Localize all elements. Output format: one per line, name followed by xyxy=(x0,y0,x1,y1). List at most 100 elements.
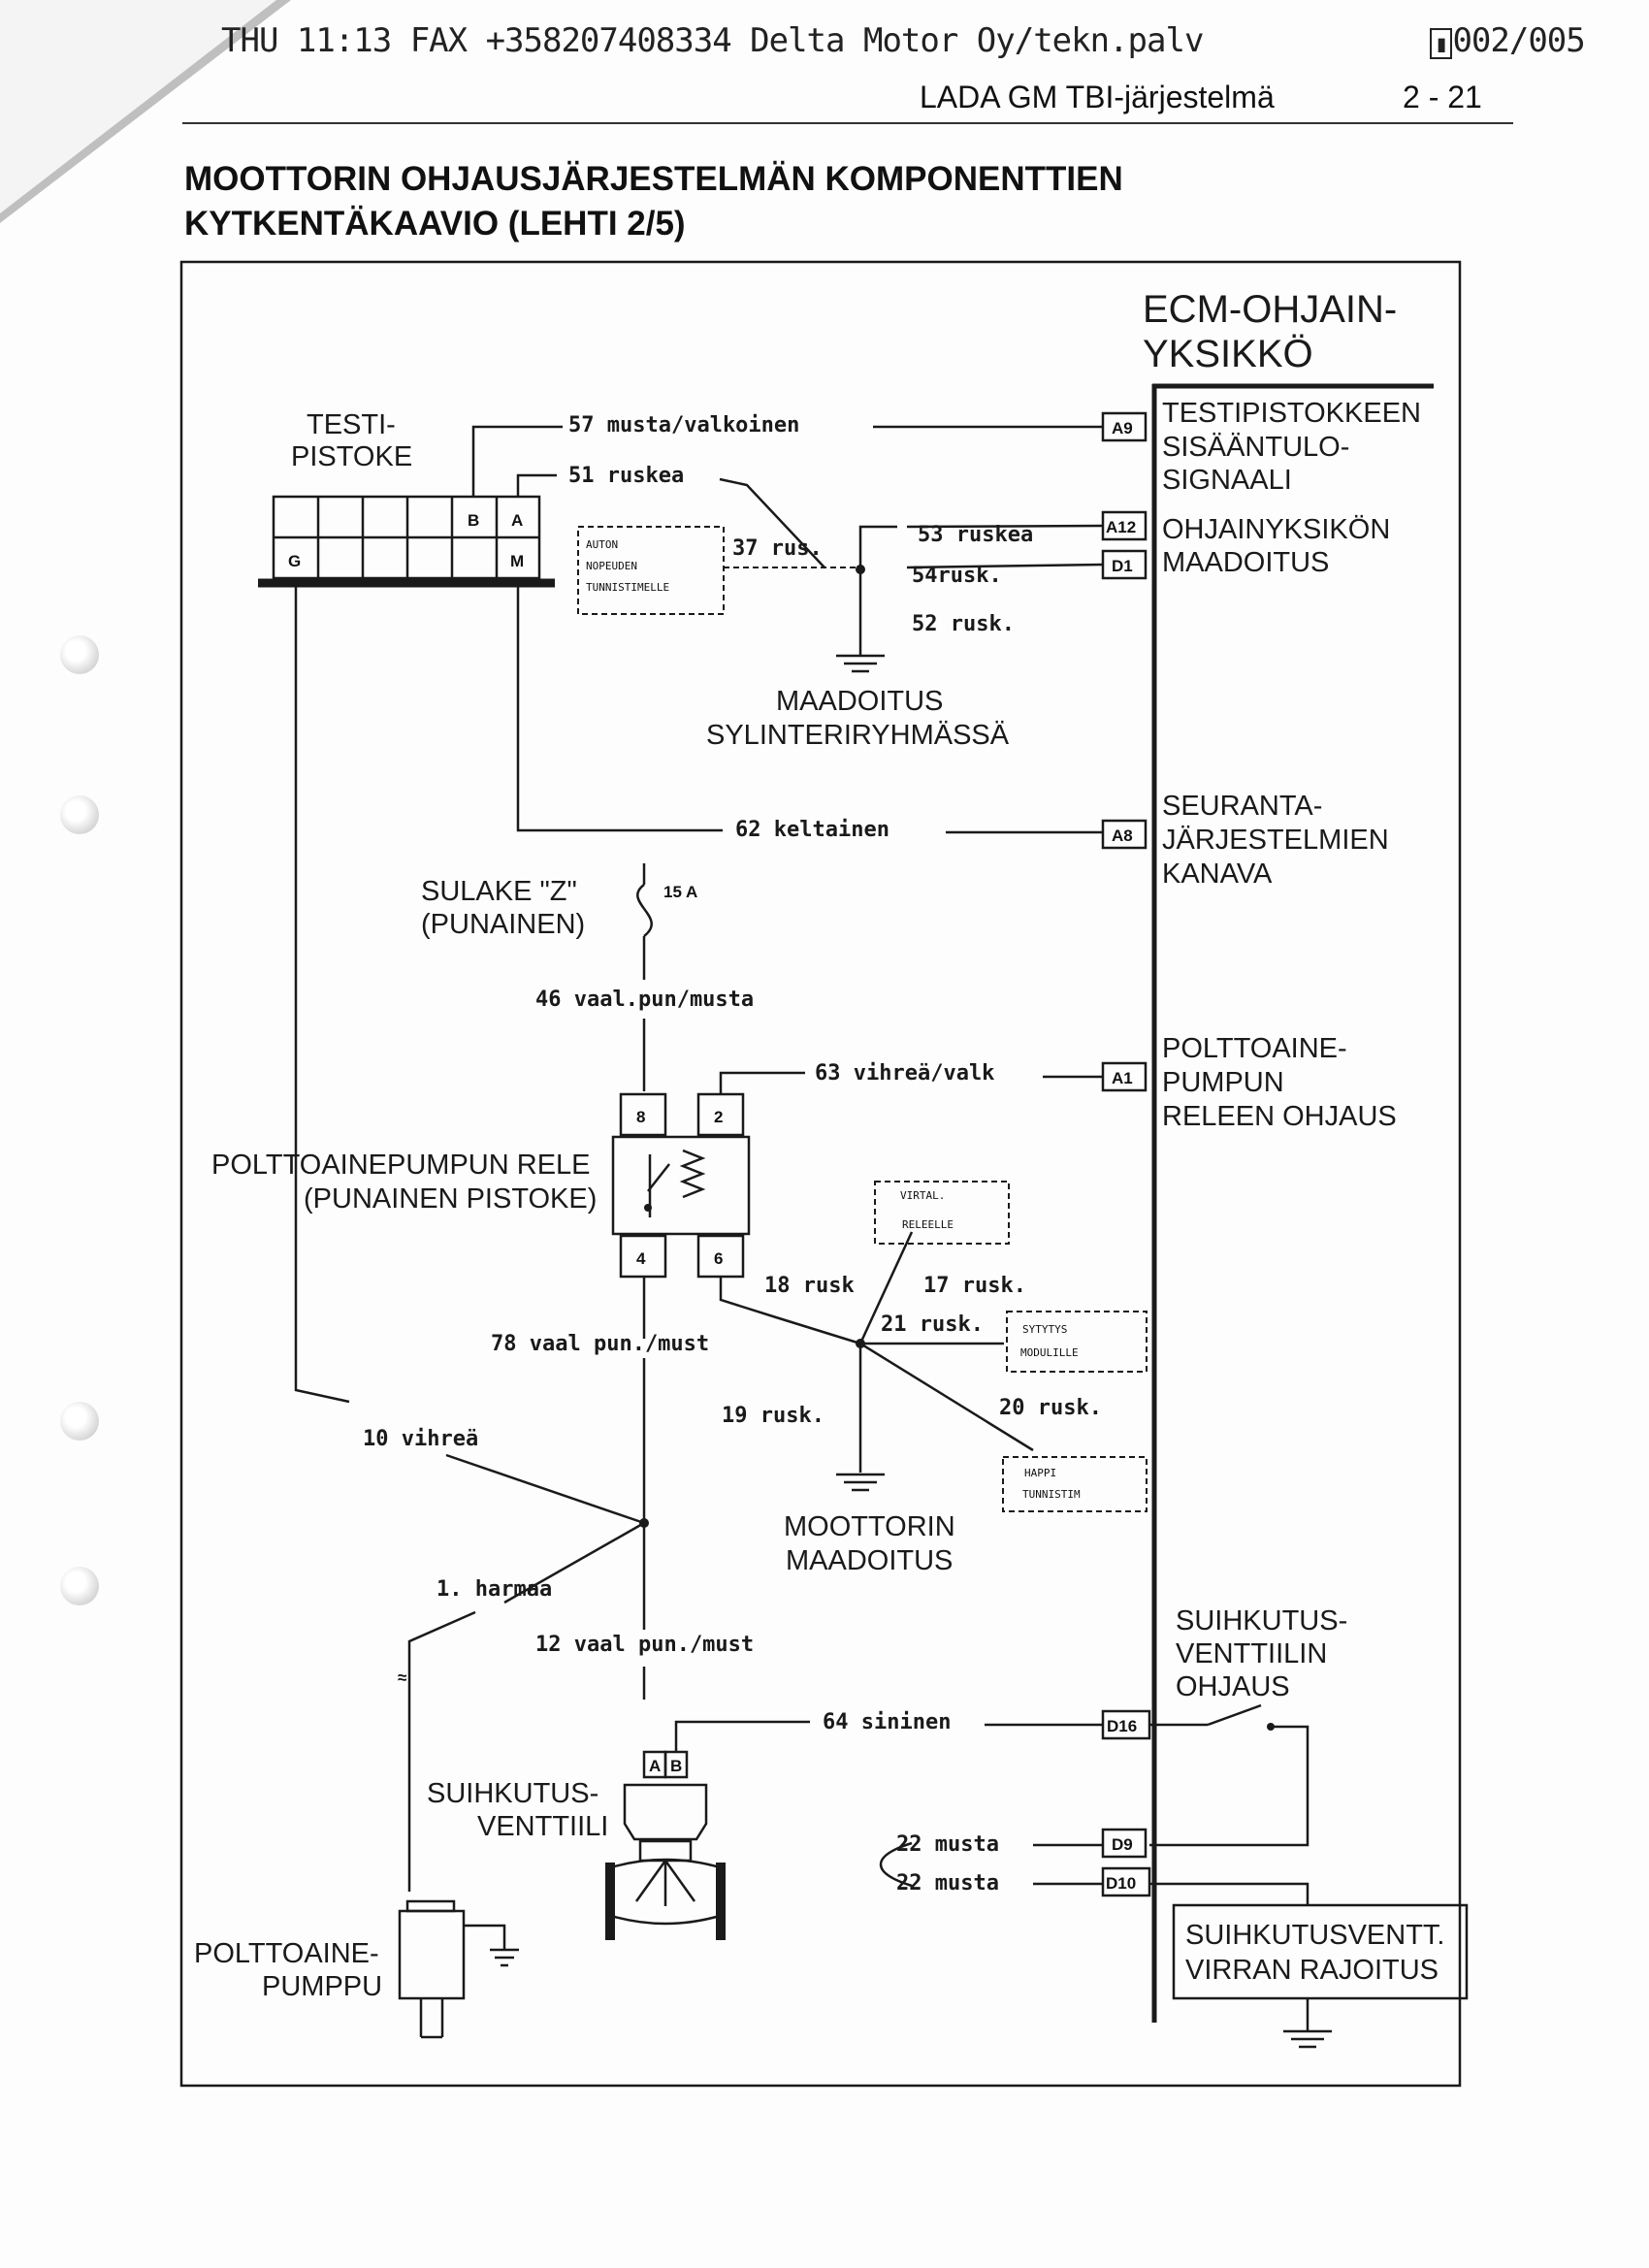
ecm-pin-label: D1 xyxy=(1112,557,1133,575)
folded-corner-face xyxy=(0,0,276,213)
wire-62-label: 62 keltainen xyxy=(735,818,889,842)
wire-18-label: 18 rusk xyxy=(764,1274,855,1298)
ecm-pin-box xyxy=(1101,819,1148,850)
test-plug-pin: A xyxy=(511,511,523,530)
ecm-pump-relay-3: RELEEN OHJAUS xyxy=(1162,1101,1397,1132)
ecm-test-input-3: SIGNAALI xyxy=(1162,465,1292,496)
binder-hole xyxy=(60,795,99,834)
title-line-2: KYTKENTÄKAAVIO (LEHTI 2/5) xyxy=(184,205,686,243)
ecm-pin-label: A1 xyxy=(1112,1069,1133,1087)
wire-57-label: 57 musta/valkoinen xyxy=(568,413,799,437)
ignition-module-label-2: MODULILLE xyxy=(1020,1346,1079,1359)
wire-57 xyxy=(471,425,1103,497)
power-relay-box xyxy=(874,1181,1010,1245)
fax-header-line: THU 11:13 FAX +358207408334 Delta Motor … xyxy=(221,21,1204,60)
header-rule xyxy=(182,122,1513,124)
ignition-module-label-1: SYTYTYS xyxy=(1022,1323,1067,1336)
wire-21-label: 21 rusk. xyxy=(881,1312,984,1337)
wire-10-lead xyxy=(294,585,350,1404)
ecm-title-1: ECM-OHJAIN- xyxy=(1143,288,1397,331)
wire-10 xyxy=(445,1453,645,1525)
current-limit-lead xyxy=(1149,1882,1310,1905)
speed-sensor-label-2: NOPEUDEN xyxy=(586,560,637,572)
wire-52-label: 52 rusk. xyxy=(912,612,1015,636)
ecm-pin-label: D9 xyxy=(1112,1835,1133,1854)
relay-pin: 2 xyxy=(714,1108,723,1126)
wire-20-label: 20 rusk. xyxy=(999,1396,1102,1420)
wire-1 xyxy=(503,1521,645,1604)
wire-63-label: 63 vihreä/valk xyxy=(815,1061,994,1085)
test-plug-connector xyxy=(258,495,555,588)
wire-64-lead xyxy=(674,1720,810,1752)
injector-pin: A xyxy=(649,1757,661,1775)
fuse-label-1: SULAKE "Z" xyxy=(421,876,577,907)
manual-title: LADA GM TBI-järjestelmä xyxy=(920,80,1275,114)
ecm-monitor-3: KANAVA xyxy=(1162,859,1273,890)
wire-64-label: 64 sininen xyxy=(823,1710,951,1734)
test-plug-pin: M xyxy=(510,552,524,570)
fuel-pump-relay xyxy=(611,1092,751,1279)
diagram-frame xyxy=(179,260,1462,2088)
wire-17 xyxy=(858,1231,914,1345)
wire-51-lead xyxy=(516,473,557,497)
wire-51-label: 51 ruskea xyxy=(568,464,684,488)
wire-22a-label: 22 musta xyxy=(896,1832,999,1857)
relay-label-1: POLTTOAINEPUMPUN RELE xyxy=(211,1150,591,1181)
speed-sensor-label-3: TUNNISTIMELLE xyxy=(586,581,669,594)
wire-22b-label: 22 musta xyxy=(896,1871,999,1895)
test-plug-pin: B xyxy=(468,511,479,530)
wire-break-mark: ≈ xyxy=(398,1669,406,1687)
ecm-ground-2: MAADOITUS xyxy=(1162,547,1329,578)
wire-17-label: 17 rusk. xyxy=(923,1274,1026,1298)
ecm-monitor-2: JÄRJESTELMIEN xyxy=(1162,825,1389,856)
wire-53-lead xyxy=(858,525,897,569)
test-plug-label-1: TESTI- xyxy=(307,409,396,440)
relay-pin: 8 xyxy=(636,1108,645,1126)
wire-1-lead xyxy=(407,1610,476,1892)
ecm-pin-box xyxy=(1101,1866,1151,1897)
oxygen-sensor-box xyxy=(1002,1456,1148,1512)
wire-1-label: 1. harmaa xyxy=(436,1577,552,1602)
title-line-1: MOOTTORIN OHJAUSJÄRJESTELMÄN KOMPONENTTI… xyxy=(184,160,1123,198)
wire-51 xyxy=(719,477,825,568)
wire-12-label: 12 vaal pun./must xyxy=(535,1633,754,1657)
injector-switch-return xyxy=(1149,1725,1310,1847)
binder-hole xyxy=(60,1402,99,1441)
wire-63-lead xyxy=(719,1071,805,1094)
wire-37-label: 37 rus. xyxy=(732,536,823,561)
fuel-pump-label-2: PUMPPU xyxy=(262,1971,382,2002)
ecm-injector-ctrl-3: OHJAUS xyxy=(1176,1671,1290,1702)
test-plug-label-2: PISTOKE xyxy=(291,441,412,472)
wire-78-label: 78 vaal pun./must xyxy=(491,1332,709,1356)
fuse-symbol xyxy=(636,884,653,937)
power-relay-label-1: VIRTAL. xyxy=(900,1189,945,1202)
injector-label-2: VENTTIILI xyxy=(477,1811,608,1842)
ecm-pin-box xyxy=(1101,1828,1148,1859)
current-limit-label-2: VIRRAN RAJOITUS xyxy=(1185,1955,1439,1986)
fax-page-counter-text: 002/005 xyxy=(1452,21,1585,60)
engine-ground-label-1: MOOTTORIN xyxy=(784,1511,955,1542)
fuse-label-2: (PUNAINEN) xyxy=(421,909,585,940)
ecm-test-input-2: SISÄÄNTULO- xyxy=(1162,432,1349,463)
current-limit-box xyxy=(1172,1903,1469,2000)
wire-22-bracket xyxy=(879,1841,913,1888)
relay-pin: 6 xyxy=(714,1249,723,1268)
ignition-module-box xyxy=(1006,1311,1148,1373)
wire-10-label: 10 vihreä xyxy=(363,1427,478,1451)
binder-hole xyxy=(60,635,99,674)
speed-sensor-box xyxy=(577,526,725,615)
ecm-pin-label: D16 xyxy=(1107,1717,1137,1735)
block-ground-label-2: SYLINTERIRYHMÄSSÄ xyxy=(706,720,1010,751)
ground-symbol xyxy=(836,1473,885,1492)
injector-pin: B xyxy=(670,1757,682,1775)
ecm-pin-label: A8 xyxy=(1112,826,1133,845)
fax-page-counter: ▮002/005 xyxy=(1430,21,1586,60)
wire-62 xyxy=(516,580,723,832)
page-number: 2 - 21 xyxy=(1403,80,1482,114)
ecm-ground-1: OHJAINYKSIKÖN xyxy=(1162,514,1390,545)
speed-sensor-label-1: AUTON xyxy=(586,538,618,551)
injector-switch xyxy=(1207,1703,1262,1727)
wire-46-label: 46 vaal.pun/musta xyxy=(535,988,754,1012)
